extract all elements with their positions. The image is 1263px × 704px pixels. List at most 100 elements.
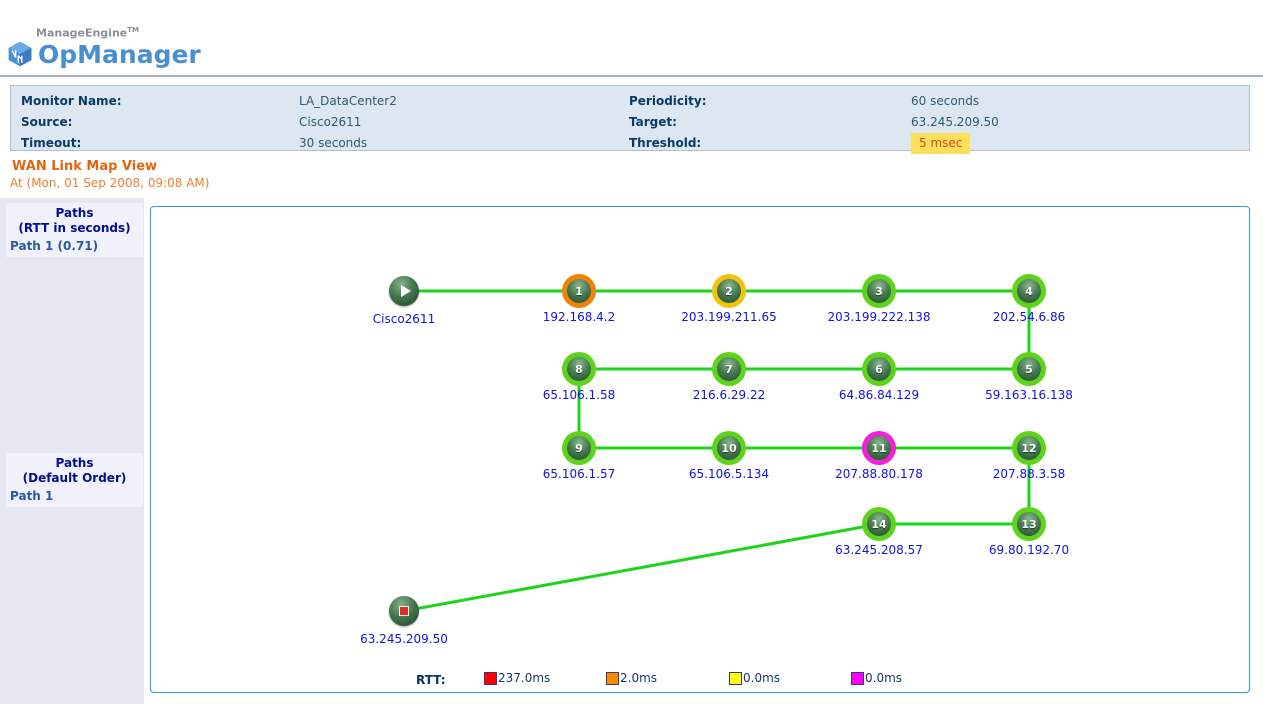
- hop-node-7[interactable]: 7: [712, 352, 746, 386]
- legend-item-1: 237.0ms: [484, 671, 550, 685]
- timeout-value: 30 seconds: [299, 136, 368, 150]
- hop-node-13[interactable]: 13: [1012, 507, 1046, 541]
- threshold-value-badge: 5 msec: [911, 133, 971, 154]
- hop-number: 14: [867, 512, 891, 536]
- paths-rtt-list: Path 1 (0.71): [8, 238, 141, 255]
- manageengine-label: ManageEngineTM: [36, 26, 201, 40]
- path-link[interactable]: Path 1: [10, 489, 54, 503]
- threshold-label: Threshold:: [629, 136, 702, 150]
- legend-value-text: 0.0ms: [865, 671, 903, 685]
- product-name: OpManager: [38, 39, 201, 69]
- hop-number: 10: [717, 436, 741, 460]
- hop-node-1[interactable]: 1: [562, 274, 596, 308]
- node-ip-label: 63.245.209.50: [360, 632, 448, 646]
- opmanager-logo: ManageEngineTM OpManager: [6, 26, 201, 69]
- hop-number: 3: [867, 279, 891, 303]
- hop-node-11[interactable]: 11: [862, 431, 896, 465]
- hop-number: 7: [717, 357, 741, 381]
- node-ip-label: 59.163.16.138: [985, 388, 1073, 402]
- page-title: WAN Link Map View: [12, 159, 158, 174]
- target-node[interactable]: [389, 596, 419, 626]
- hop-number: 5: [1017, 357, 1041, 381]
- hop-node-6[interactable]: 6: [862, 352, 896, 386]
- node-ip-label: 207.88.80.178: [835, 467, 923, 481]
- monitor-info-panel: Monitor Name: LA_DataCenter2 Periodicity…: [10, 85, 1250, 154]
- node-ip-label: 65.106.1.58: [542, 388, 616, 402]
- rtt-legend: RTT: 237.0ms 2.0ms 0.0ms 0.0ms: [151, 671, 1249, 691]
- timeout-label: Timeout:: [21, 136, 82, 150]
- source-label: Source:: [21, 115, 73, 129]
- node-ip-label: 216.6.29.22: [692, 388, 766, 402]
- legend-item-3: 0.0ms: [729, 671, 780, 685]
- hop-number: 13: [1017, 512, 1041, 536]
- paths-order-list: Path 1: [8, 488, 141, 505]
- rtt-legend-label: RTT:: [416, 673, 446, 687]
- hop-number: 1: [567, 279, 591, 303]
- monitor-name-label: Monitor Name:: [21, 94, 122, 108]
- paths-order-heading-line2: (Default Order): [22, 471, 127, 485]
- paths-order-heading: Paths (Default Order): [8, 456, 141, 486]
- link-line-14-target: [403, 522, 880, 613]
- node-ip-label: 203.199.222.138: [827, 310, 931, 324]
- legend-value-text: 237.0ms: [498, 671, 551, 685]
- legend-color-swatch: [484, 671, 497, 685]
- legend-color-swatch: [729, 671, 742, 685]
- source-value: Cisco2611: [299, 115, 362, 129]
- header-divider: [0, 75, 1263, 77]
- hop-number: 6: [867, 357, 891, 381]
- node-ip-label: 65.106.1.57: [542, 467, 616, 481]
- legend-item-2: 2.0ms: [606, 671, 657, 685]
- page-timestamp: At (Mon, 01 Sep 2008, 09:08 AM): [10, 176, 210, 190]
- hop-number: 11: [867, 436, 891, 460]
- paths-rtt-heading: Paths (RTT in seconds): [8, 206, 141, 236]
- periodicity-label: Periodicity:: [629, 94, 707, 108]
- legend-color-swatch: [606, 671, 619, 685]
- hop-node-12[interactable]: 12: [1012, 431, 1046, 465]
- node-ip-label: 64.86.84.129: [838, 388, 920, 402]
- hop-number: 9: [567, 436, 591, 460]
- node-ip-label: 192.168.4.2: [542, 310, 616, 324]
- opmanager-logo-icon: [8, 41, 32, 67]
- hop-node-10[interactable]: 10: [712, 431, 746, 465]
- link-lines-layer: [403, 289, 1031, 613]
- hop-number: 8: [567, 357, 591, 381]
- hop-node-8[interactable]: 8: [562, 352, 596, 386]
- legend-item-4: 0.0ms: [851, 671, 902, 685]
- trademark-symbol: TM: [127, 26, 139, 34]
- hop-node-4[interactable]: 4: [1012, 274, 1046, 308]
- hop-number: 12: [1017, 436, 1041, 460]
- node-ip-label: Cisco2611: [372, 312, 436, 326]
- target-label: Target:: [629, 115, 677, 129]
- node-ip-label: 202.54.6.86: [992, 310, 1066, 324]
- hop-node-3[interactable]: 3: [862, 274, 896, 308]
- paths-rtt-heading-line2: (RTT in seconds): [18, 221, 131, 235]
- source-node[interactable]: [389, 276, 419, 306]
- paths-sidebar: Paths (RTT in seconds) Path 1 (0.71) Pat…: [0, 198, 144, 704]
- node-ip-label: 207.88.3.58: [992, 467, 1066, 481]
- hop-number: 2: [717, 279, 741, 303]
- play-icon: [400, 285, 411, 297]
- node-ip-label: 65.106.5.134: [688, 467, 770, 481]
- paths-order-heading-line1: Paths: [55, 456, 94, 470]
- node-ip-label: 69.80.192.70: [988, 543, 1070, 557]
- legend-value-text: 0.0ms: [743, 671, 781, 685]
- hop-number: 4: [1017, 279, 1041, 303]
- target-value: 63.245.209.50: [911, 115, 999, 129]
- monitor-name-value: LA_DataCenter2: [299, 94, 397, 108]
- path-link[interactable]: Path 1 (0.71): [10, 239, 99, 253]
- legend-value-text: 2.0ms: [620, 671, 658, 685]
- company-name: ManageEngine: [36, 26, 128, 40]
- paths-rtt-heading-line1: Paths: [55, 206, 94, 220]
- paths-rtt-section: Paths (RTT in seconds) Path 1 (0.71): [6, 203, 143, 257]
- node-ip-label: 63.245.208.57: [835, 543, 923, 557]
- paths-order-section: Paths (Default Order) Path 1: [6, 453, 143, 507]
- legend-color-swatch: [851, 671, 864, 685]
- hop-node-14[interactable]: 14: [862, 507, 896, 541]
- stop-icon: [399, 606, 409, 616]
- hop-node-2[interactable]: 2: [712, 274, 746, 308]
- hop-node-9[interactable]: 9: [562, 431, 596, 465]
- hop-node-5[interactable]: 5: [1012, 352, 1046, 386]
